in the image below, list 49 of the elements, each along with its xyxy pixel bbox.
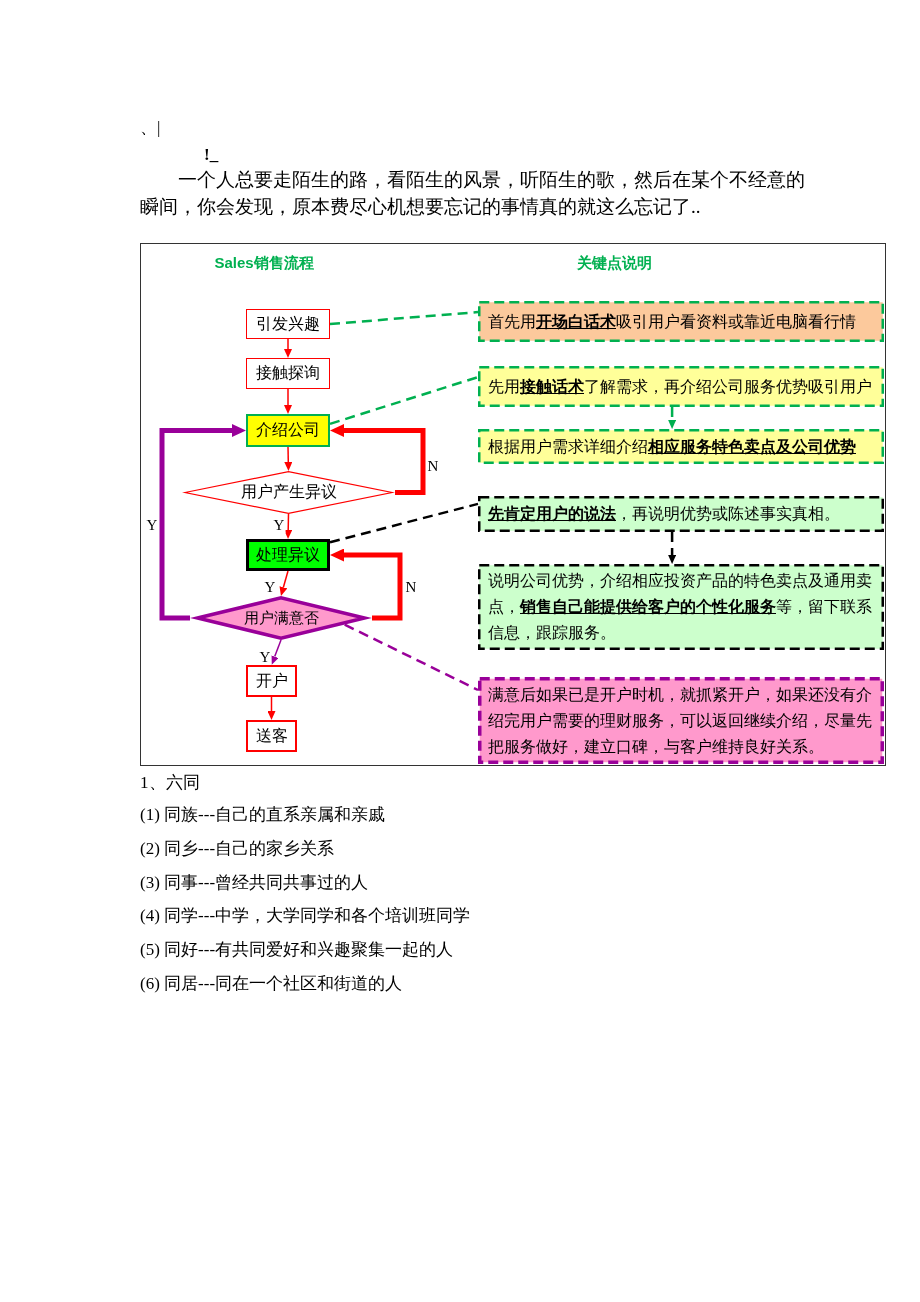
section-heading: 1、六同 xyxy=(140,772,200,794)
arrow xyxy=(284,388,292,414)
leader-line xyxy=(344,623,479,692)
stray-text: 、| xyxy=(140,117,161,139)
arrow xyxy=(330,548,403,621)
dashed-arrow xyxy=(668,407,677,429)
note-box: 先用接触话术了解需求，再介绍公司服务优势吸引用户 xyxy=(478,366,884,407)
stray-text: !_ xyxy=(204,144,219,166)
arrow xyxy=(279,570,289,596)
arrow xyxy=(270,639,282,665)
list-item: (6) 同居---同在一个社区和街道的人 xyxy=(140,973,403,995)
process-box: 送客 xyxy=(246,720,297,752)
decision-diamond: 用户产生异议 xyxy=(182,471,395,514)
edge-label: N xyxy=(404,579,418,595)
note-box: 先肯定用户的说法，再说明优势或陈述事实真相。 xyxy=(478,496,884,532)
note-box: 首先用开场白话术吸引用户看资料或靠近电脑看行情 xyxy=(478,301,884,342)
arrow xyxy=(159,424,246,621)
note-box: 说明公司优势，介绍相应投资产品的特色卖点及通用卖点，销售自己能提供给客户的个性化服务等，留下联系信息，跟踪服务。 xyxy=(478,564,884,650)
edge-label: N xyxy=(426,458,440,474)
arrow xyxy=(284,446,293,471)
list-item: (3) 同事---曾经共同共事过的人 xyxy=(140,872,369,894)
paragraph: 一个人总要走陌生的路，看陌生的风景，听陌生的歌，然后在某个不经意的瞬间，你会发现，原本费尽心机想要忘记的事情真的就这么忘记了.. xyxy=(140,168,806,219)
process-box: 处理异议 xyxy=(246,539,330,571)
process-box: 开户 xyxy=(246,665,297,697)
heading: Sales销售流程 xyxy=(214,254,314,272)
process-box: 引发兴趣 xyxy=(246,309,330,339)
list-item: (1) 同族---自己的直系亲属和亲戚 xyxy=(140,804,386,826)
dashed-arrow xyxy=(668,532,677,564)
note-box: 根据用户需求详细介绍相应服务特色卖点及公司优势 xyxy=(478,429,884,464)
leader-line xyxy=(329,310,479,326)
heading: 关键点说明 xyxy=(576,254,652,272)
leader-line xyxy=(329,375,479,426)
arrow xyxy=(267,696,276,720)
edge-label: Y xyxy=(272,517,286,533)
edge-label: Y xyxy=(263,579,277,595)
process-box: 接触探询 xyxy=(246,358,330,389)
list-item: (4) 同学---中学，大学同学和各个培训班同学 xyxy=(140,905,471,927)
arrow xyxy=(330,424,426,495)
list-item: (2) 同乡---自己的家乡关系 xyxy=(140,838,335,860)
leader-line xyxy=(329,502,479,544)
arrow xyxy=(284,513,293,539)
edge-label: Y xyxy=(145,517,159,533)
arrow xyxy=(284,338,292,358)
list-item: (5) 同好---有共同爱好和兴趣聚集一起的人 xyxy=(140,939,454,961)
decision-diamond: 用户满意否 xyxy=(190,596,372,640)
diagram-frame xyxy=(140,243,886,766)
note-box: 满意后如果已是开户时机，就抓紧开户，如果还没有介绍完用户需要的理财服务，可以返回继续介绍，尽量先把服务做好，建立口碑，与客户维持良好关系。 xyxy=(478,677,884,764)
process-box: 介绍公司 xyxy=(246,414,330,447)
edge-label: Y xyxy=(258,649,272,665)
